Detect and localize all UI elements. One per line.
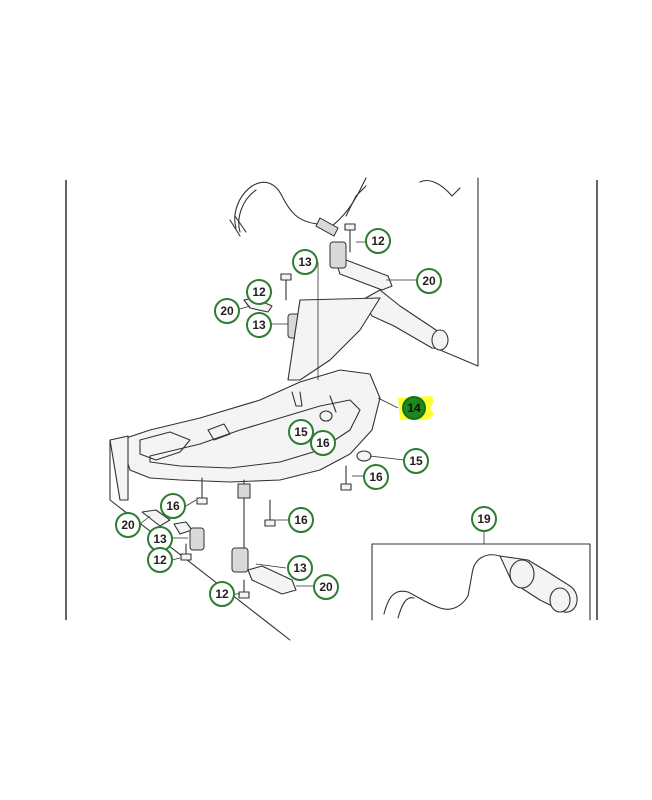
svg-text:13: 13 (293, 561, 307, 575)
svg-text:20: 20 (220, 304, 234, 318)
handle-frame (109, 297, 381, 641)
leader-lines (139, 241, 416, 595)
svg-text:12: 12 (371, 234, 385, 248)
upper-right-mount (329, 223, 393, 291)
svg-text:15: 15 (294, 425, 308, 439)
svg-text:16: 16 (166, 499, 180, 513)
callout-16: 16 (363, 464, 389, 490)
page-frame (65, 180, 598, 620)
callout-12: 12 (147, 547, 173, 573)
callout-20: 20 (416, 268, 442, 294)
callout-20: 20 (313, 574, 339, 600)
inset-lower-cable (371, 530, 591, 621)
callout-13: 13 (292, 249, 318, 275)
right-handle-grip (361, 177, 479, 367)
callout-16: 16 (160, 493, 186, 519)
svg-text:13: 13 (252, 318, 266, 332)
lower-center-mount (231, 547, 297, 599)
callout-20: 20 (115, 512, 141, 538)
svg-text:14: 14 (407, 401, 421, 415)
lower-fasteners (196, 410, 372, 527)
callout-13: 13 (287, 555, 313, 581)
svg-text:16: 16 (294, 513, 308, 527)
callout-12: 12 (365, 228, 391, 254)
callout-20: 20 (214, 298, 240, 324)
callout-13: 13 (246, 312, 272, 338)
svg-text:13: 13 (298, 255, 312, 269)
svg-text:16: 16 (316, 436, 330, 450)
svg-text:20: 20 (121, 518, 135, 532)
callout-19: 19 (471, 506, 497, 532)
svg-text:12: 12 (252, 285, 266, 299)
svg-text:13: 13 (153, 532, 167, 546)
svg-text:12: 12 (215, 587, 229, 601)
lower-left-mount (141, 509, 205, 561)
svg-text:19: 19 (477, 512, 491, 526)
svg-text:16: 16 (369, 470, 383, 484)
callout-16: 16 (288, 507, 314, 533)
callout-14-highlighted: 14 (398, 396, 434, 420)
callout-15: 15 (403, 448, 429, 474)
svg-text:12: 12 (153, 553, 167, 567)
callout-12: 12 (209, 581, 235, 607)
svg-text:20: 20 (422, 274, 436, 288)
svg-text:15: 15 (409, 454, 423, 468)
callout-15: 15 (288, 419, 314, 445)
callout-12: 12 (246, 279, 272, 305)
upper-handle-cable (229, 177, 461, 237)
callout-16: 16 (310, 430, 336, 456)
svg-text:20: 20 (319, 580, 333, 594)
